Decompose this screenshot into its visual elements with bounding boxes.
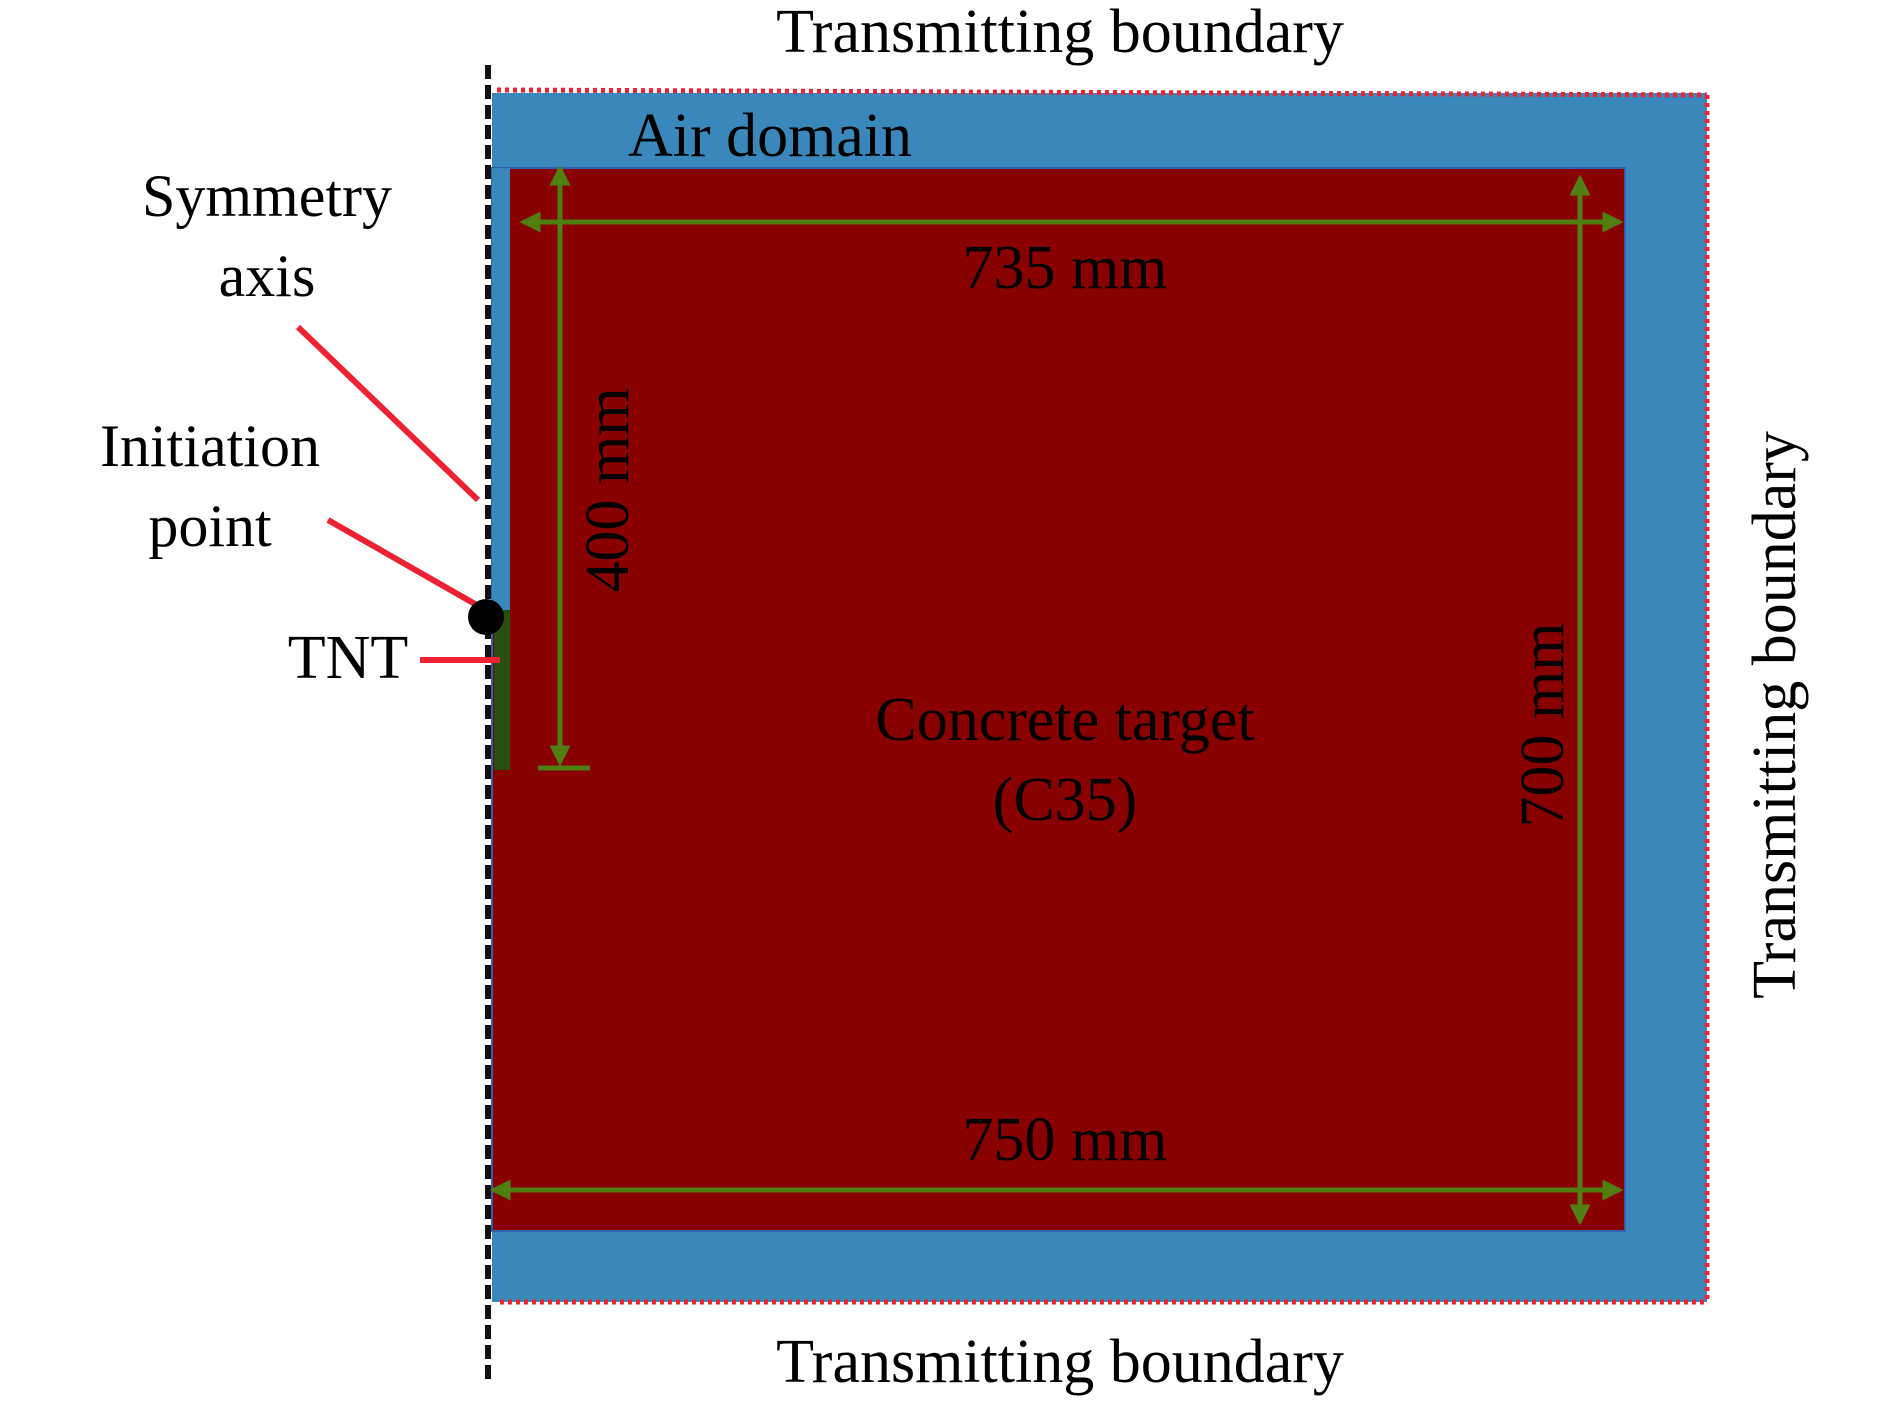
top-boundary-label: Transmitting boundary: [776, 0, 1344, 66]
dimension-400-label: 400 mm: [574, 388, 642, 593]
air-axis-strip: [492, 168, 510, 610]
tnt-label: TNT: [288, 624, 409, 692]
top-boundary-dotted-line: [496, 87, 1708, 98]
symmetry-axis-label-line2: axis: [219, 243, 316, 309]
concrete-target-label-line2: (C35): [993, 766, 1138, 834]
dimension-735-label: 735 mm: [963, 234, 1168, 302]
concrete-target-label-line1: Concrete target: [875, 686, 1254, 754]
dimension-700-label: 700 mm: [1509, 623, 1577, 828]
symmetry-axis-label-line1: Symmetry: [142, 163, 392, 229]
initiation-point-label-line1: Initiation: [100, 413, 320, 479]
symmetry-axis-leader: [295, 324, 481, 503]
tnt-charge: [494, 610, 510, 770]
right-boundary-label: Transmitting boundary: [1741, 431, 1809, 999]
initiation-point-label-line2: point: [148, 493, 272, 559]
air-domain-label: Air domain: [628, 102, 912, 170]
dimension-750-label: 750 mm: [963, 1106, 1168, 1174]
initiation-point-marker: [468, 599, 504, 635]
bottom-boundary-label: Transmitting boundary: [776, 1328, 1344, 1396]
initiation-point-leader: [326, 517, 484, 611]
concrete-target-region: [491, 167, 1626, 1232]
